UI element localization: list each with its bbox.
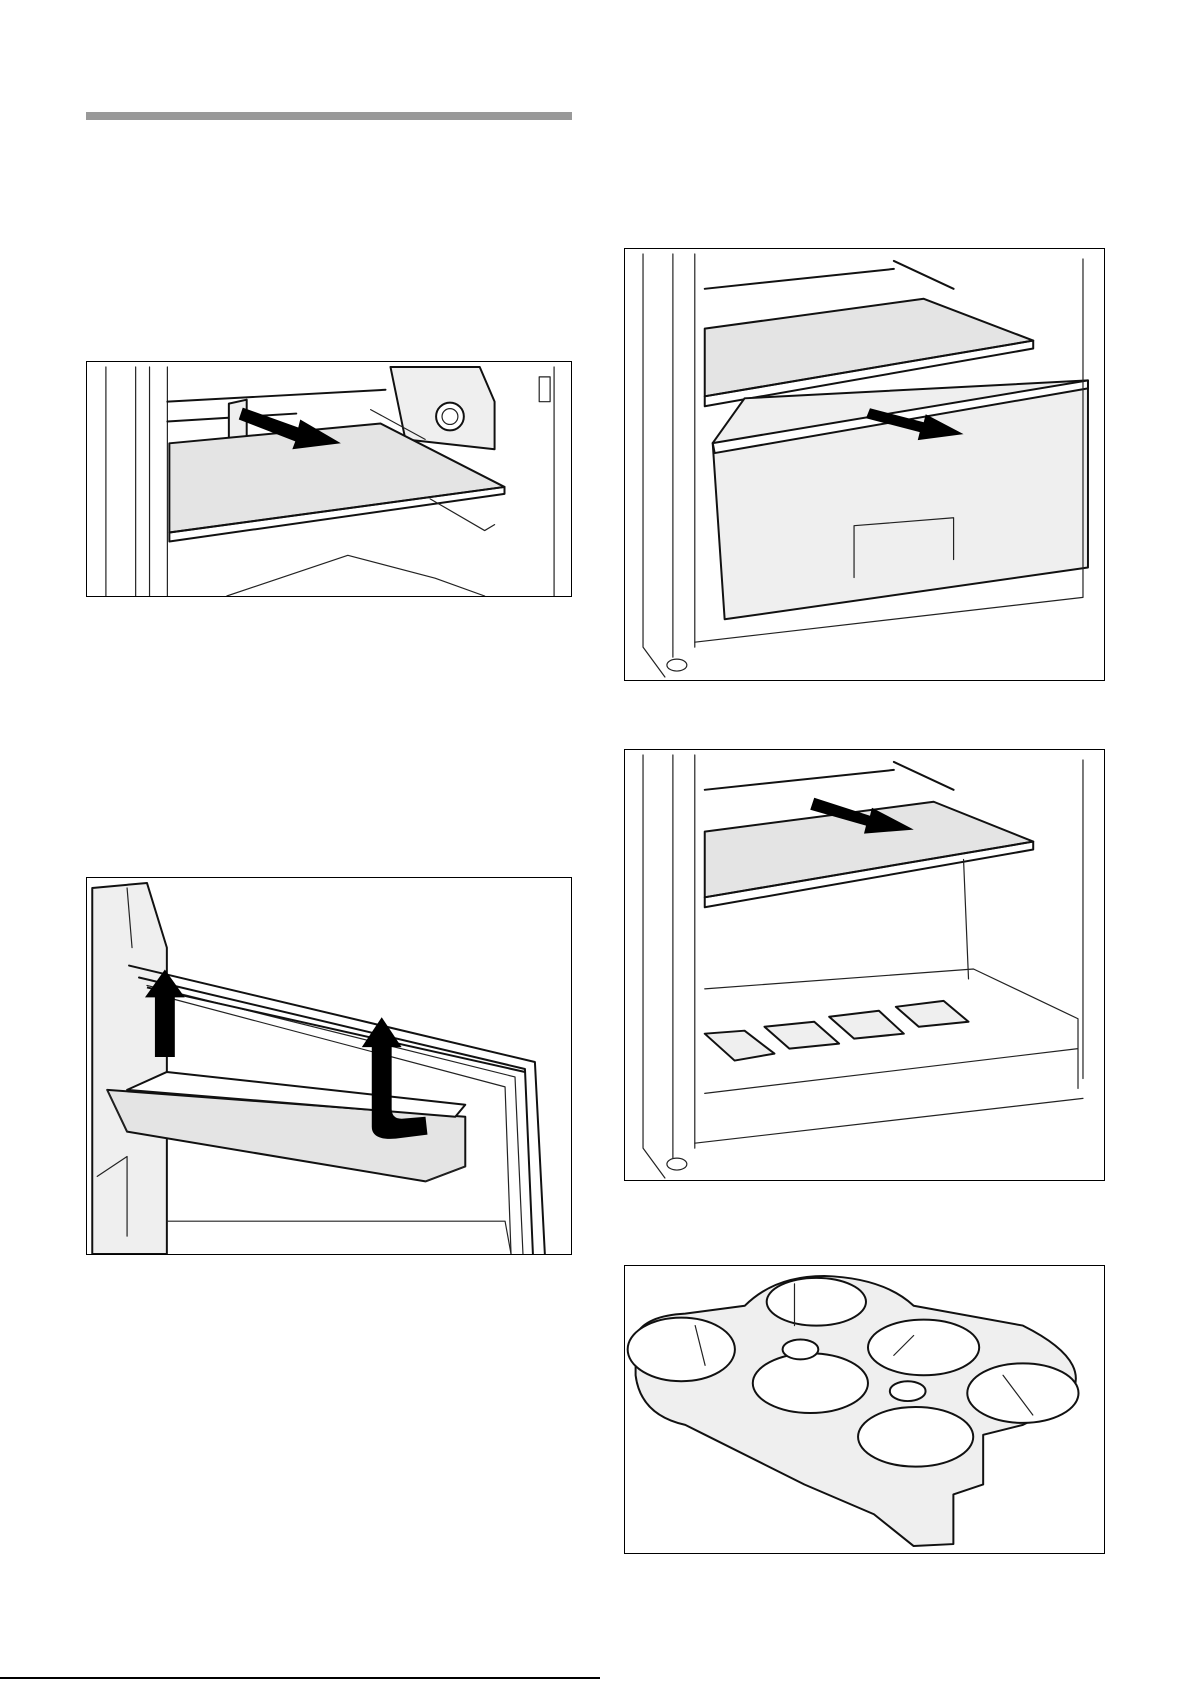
shelf-removal-figure	[86, 361, 572, 597]
egg-tray-figure	[624, 1265, 1105, 1554]
door-shelf-removal-figure	[86, 877, 572, 1255]
shelf-removal-illustration	[87, 362, 571, 596]
door-shelf-removal-illustration	[87, 878, 571, 1254]
vegetable-drawer-removal-illustration	[625, 249, 1104, 680]
vegetable-drawer-removal-figure	[624, 248, 1105, 681]
glass-shelf-removal-illustration	[625, 750, 1104, 1180]
glass-shelf-removal-figure	[624, 749, 1105, 1181]
egg-tray-illustration	[625, 1266, 1104, 1553]
section-rule	[86, 112, 572, 120]
footer-rule	[0, 1677, 600, 1679]
